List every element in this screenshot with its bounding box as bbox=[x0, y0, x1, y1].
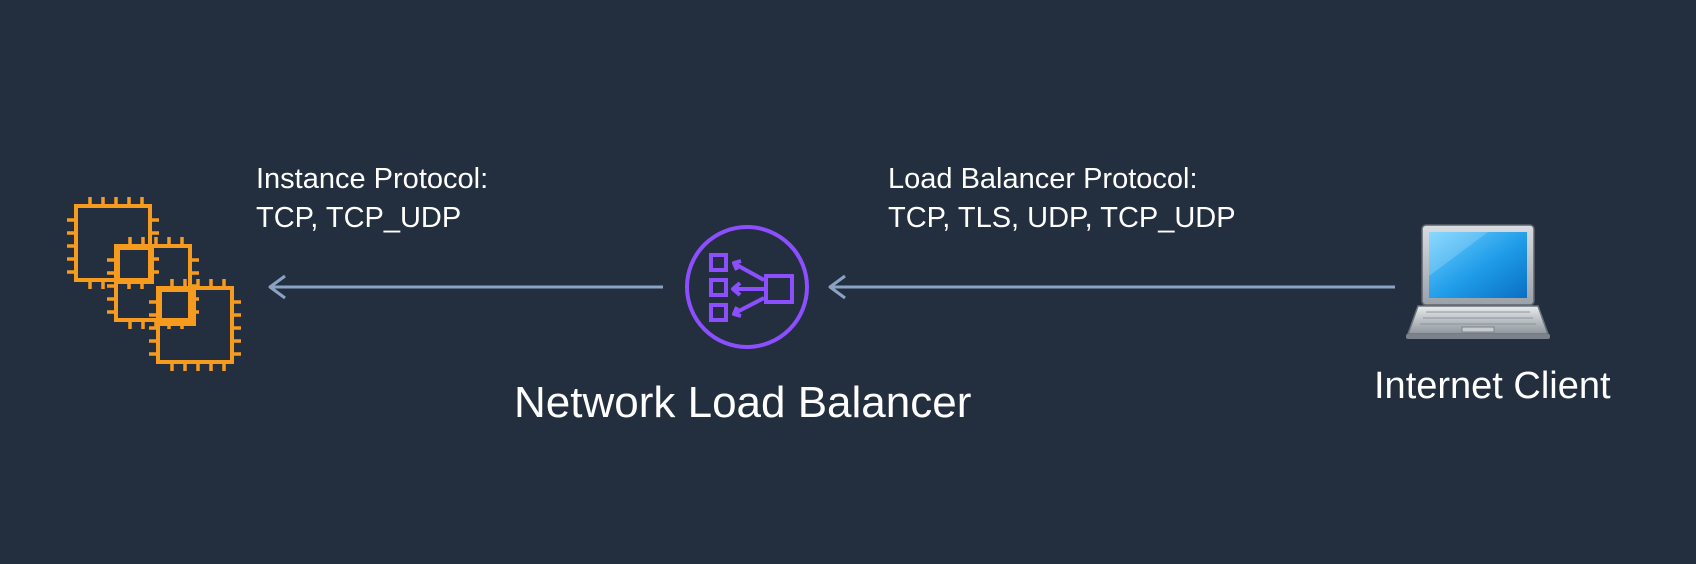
instance-protocol-title: Instance Protocol: bbox=[256, 163, 489, 195]
arrow-to-instances bbox=[268, 274, 663, 300]
network-load-balancer-label: Network Load Balancer bbox=[514, 378, 972, 427]
load-balancer-protocol-value: TCP, TLS, UDP, TCP_UDP bbox=[888, 202, 1236, 234]
instance-protocol-value: TCP, TCP_UDP bbox=[256, 202, 462, 234]
ec2-instances-icon bbox=[65, 195, 243, 373]
laptop-icon bbox=[1406, 224, 1550, 339]
internet-client-label: Internet Client bbox=[1374, 365, 1611, 407]
arrow-to-load-balancer bbox=[828, 274, 1395, 300]
load-balancer-protocol-title: Load Balancer Protocol: bbox=[888, 163, 1198, 195]
network-load-balancer-icon bbox=[685, 225, 809, 349]
